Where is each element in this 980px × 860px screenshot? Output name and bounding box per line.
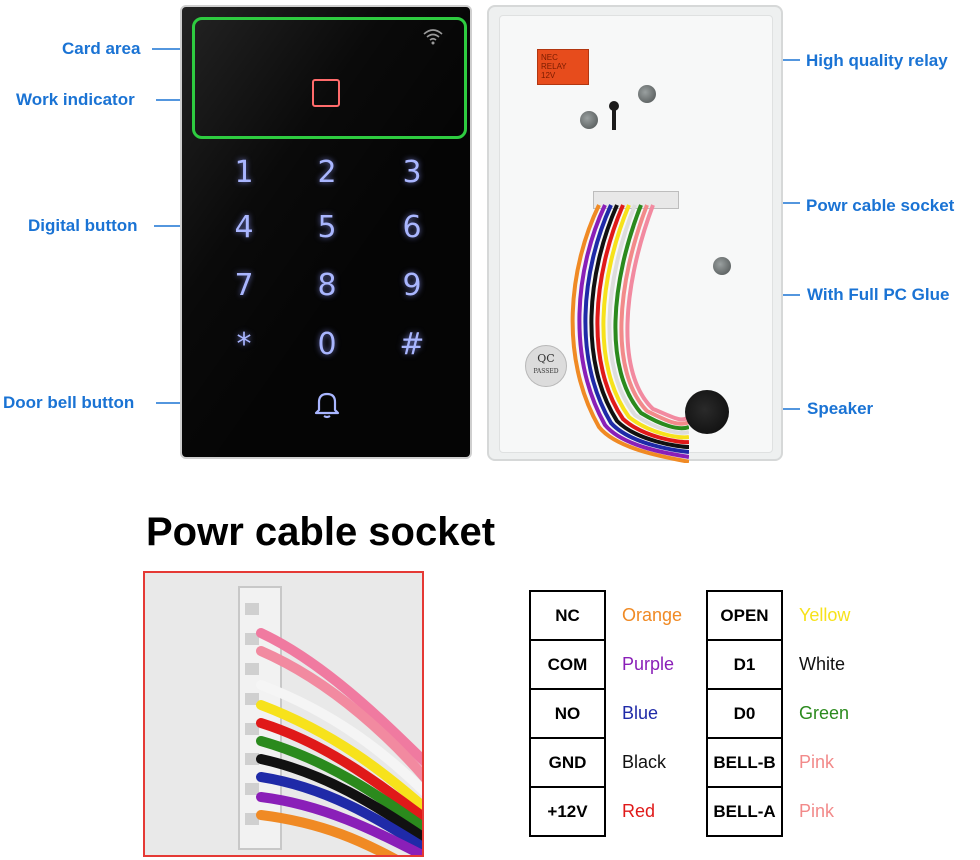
pin-name: NC [529,590,606,641]
key-2[interactable]: 2 [317,155,337,190]
pin-name: D0 [706,688,783,739]
screw-icon [580,111,598,129]
wire-color: Pink [799,801,835,821]
wifi-icon [423,29,443,45]
keyhole-icon [609,101,619,130]
wire-color: Green [799,703,850,723]
pin-name: NO [529,688,606,739]
wiring-table-left: NC Orange COM Purple NO Blue GND Black +… [529,590,714,837]
glass-gloss [182,7,470,457]
callout-power-socket: Powr cable socket [806,196,955,215]
socket-closeup-illustration [145,573,422,855]
card-area [192,17,467,139]
work-indicator [312,79,340,107]
socket-closeup-photo [143,571,424,857]
key-1[interactable]: 1 [234,155,254,190]
wire-color: Yellow [799,605,851,625]
screw-icon [638,85,656,103]
key-3[interactable]: 3 [402,155,422,190]
callout-speaker: Speaker [807,399,874,418]
qc-passed-label: QC PASSED [525,345,567,387]
key-hash[interactable]: # [399,327,425,362]
wire-color: Purple [622,654,675,674]
speaker [685,390,729,434]
pin-name: D1 [706,639,783,690]
key-0[interactable]: 0 [317,327,337,362]
key-8[interactable]: 8 [317,268,337,303]
table-row: BELL-B Pink [706,737,890,788]
power-cable-connector [593,191,679,209]
wire-color: White [799,654,846,674]
wire-color: Black [622,752,667,772]
key-star[interactable]: * [236,327,252,362]
callout-door-bell-button: Door bell button [3,393,135,412]
pin-name: BELL-A [706,786,783,837]
door-bell-icon[interactable] [312,389,342,419]
callout-card-area: Card area [62,39,141,58]
table-row: BELL-A Pink [706,786,890,837]
pin-name: GND [529,737,606,788]
wire-color: Blue [622,703,659,723]
screw-icon [713,257,731,275]
callout-digital-button: Digital button [28,216,138,235]
table-row: OPEN Yellow [706,590,890,641]
qc-text: QC [537,352,555,365]
key-6[interactable]: 6 [402,210,422,245]
wiring-table-right: OPEN Yellow D1 White D0 Green BELL-B Pin… [706,590,891,837]
wire-color: Orange [622,605,683,625]
wire-color: Red [622,801,656,821]
key-4[interactable]: 4 [234,210,254,245]
cable-bundle [570,204,689,463]
callout-relay: High quality relay [806,51,948,70]
callout-work-indicator: Work indicator [16,90,135,109]
table-row: +12V Red [529,786,713,837]
pin-name: BELL-B [706,737,783,788]
table-row: NC Orange [529,590,713,641]
table-row: D1 White [706,639,890,690]
pin-name: COM [529,639,606,690]
key-5[interactable]: 5 [317,210,337,245]
table-row: NO Blue [529,688,713,739]
table-row: D0 Green [706,688,890,739]
pin-name: OPEN [706,590,783,641]
key-9[interactable]: 9 [402,268,422,303]
keypad-front: 1 2 3 4 5 6 7 8 9 * 0 # [180,5,472,459]
section-title: Powr cable socket [146,510,496,554]
wire-color: Pink [799,752,835,772]
table-row: GND Black [529,737,713,788]
key-7[interactable]: 7 [234,268,254,303]
pin-name: +12V [529,786,606,837]
callout-pc-glue: With Full PC Glue [807,285,950,304]
table-row: COM Purple [529,639,713,690]
passed-text: PASSED [533,368,559,375]
